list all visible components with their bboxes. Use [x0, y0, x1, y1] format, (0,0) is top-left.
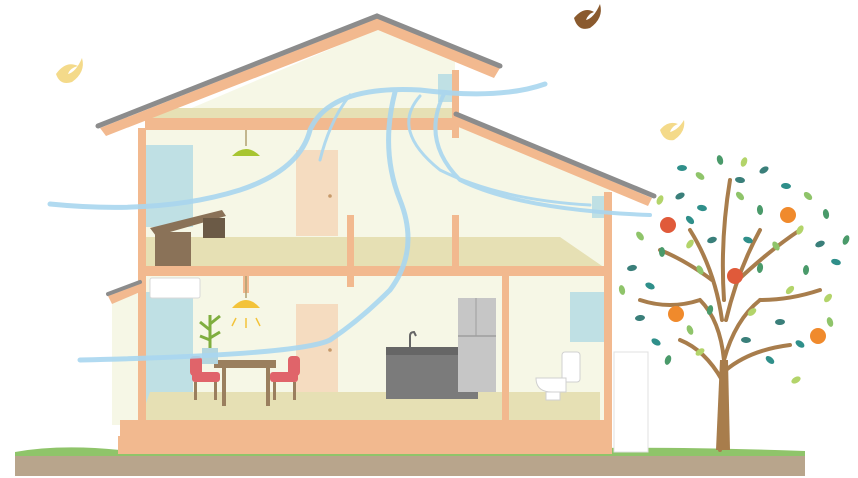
leaf	[697, 204, 707, 212]
leaf	[735, 176, 745, 184]
leaf	[707, 236, 717, 244]
leaf	[677, 165, 687, 171]
leaf	[716, 155, 724, 165]
leaf	[796, 225, 804, 235]
leaf	[651, 338, 661, 346]
roof	[95, 13, 657, 304]
leaf	[645, 282, 655, 290]
window	[570, 292, 608, 342]
leaf	[685, 215, 695, 225]
chair-icon	[190, 356, 220, 400]
leaf	[635, 314, 645, 322]
leaf	[658, 247, 666, 257]
refrigerator-icon	[458, 298, 496, 392]
leaf	[756, 205, 764, 215]
leaf	[696, 265, 704, 275]
leaf	[803, 191, 813, 201]
leaf	[664, 355, 672, 365]
leaf	[618, 285, 626, 295]
leaf	[781, 182, 791, 190]
leaf	[741, 336, 751, 344]
leaf	[759, 166, 769, 174]
leaf	[775, 318, 785, 326]
pendant-lamp-icon	[231, 276, 261, 328]
window	[145, 145, 193, 227]
house	[95, 13, 657, 454]
leaf	[740, 157, 748, 167]
door	[296, 150, 338, 236]
leaf	[785, 285, 795, 295]
apple-tree-icon	[618, 155, 850, 452]
leaf	[743, 236, 753, 244]
leaf	[765, 356, 775, 364]
leaf	[656, 195, 664, 205]
leaf	[695, 348, 705, 356]
bird-icon	[574, 4, 601, 29]
leaf	[826, 317, 834, 327]
leaf	[636, 231, 644, 241]
leaf	[791, 376, 801, 384]
chair-icon	[270, 356, 300, 400]
dining-table-icon	[214, 360, 276, 406]
airflow	[47, 81, 652, 363]
leaf	[831, 258, 841, 266]
toilet-icon	[535, 351, 581, 401]
leaf	[824, 293, 832, 303]
leaf	[706, 305, 714, 315]
air-conditioner-icon	[149, 277, 201, 299]
leaf	[686, 239, 694, 249]
leaf	[802, 265, 810, 275]
leaf	[842, 235, 850, 245]
leaf	[747, 308, 757, 316]
leaf	[686, 325, 694, 335]
bird-icon	[660, 120, 685, 141]
leaf	[735, 191, 745, 201]
pendant-lamp-icon	[232, 130, 260, 156]
leaf	[695, 172, 705, 180]
leaf	[756, 263, 764, 273]
leaf	[675, 192, 685, 200]
leaf	[815, 240, 825, 248]
leaf	[822, 209, 830, 219]
leaf	[627, 264, 637, 272]
leaf	[795, 340, 805, 348]
leaf	[772, 241, 780, 251]
bird-icon	[56, 58, 83, 83]
desk-icon	[150, 210, 226, 266]
